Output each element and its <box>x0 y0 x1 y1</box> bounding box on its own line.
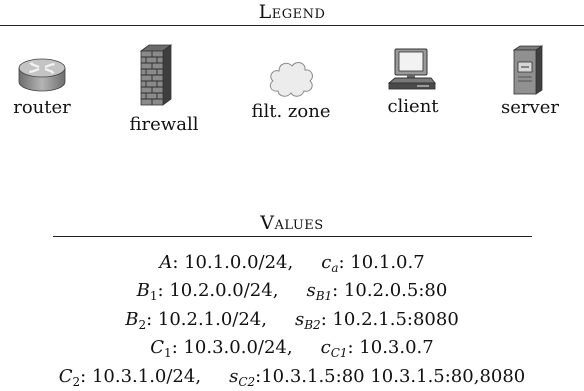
firewall-icon <box>139 44 173 106</box>
value-row: B1: 10.2.0.0/24,sB1: 10.2.0.5:80 <box>136 280 448 304</box>
legend-heading: Legend <box>258 1 326 23</box>
legend-label-firewall: firewall <box>129 114 199 135</box>
legend-label-filt-zone: filt. zone <box>251 101 331 122</box>
legend-label-router: router <box>13 97 71 118</box>
legend-label-client: client <box>387 96 439 117</box>
value-row: C1: 10.3.0.0/24,cC1: 10.3.0.7 <box>150 337 434 361</box>
values-rule <box>53 236 532 237</box>
values-list: A: 10.1.0.0/24,ca: 10.1.0.7 B1: 10.2.0.0… <box>0 249 584 391</box>
router-icon <box>18 58 66 92</box>
cloud-icon <box>269 62 313 97</box>
legend-rule <box>0 25 584 26</box>
value-row: C2: 10.3.1.0/24,sC2:10.3.1.5:80 10.3.1.5… <box>58 365 526 389</box>
server-tower-icon <box>512 45 544 95</box>
client-computer-icon <box>387 48 436 90</box>
legend-label-server: server <box>501 97 559 118</box>
value-row: B2: 10.2.1.0/24,sB2: 10.2.1.5:8080 <box>125 308 459 332</box>
value-row: A: 10.1.0.0/24,ca: 10.1.0.7 <box>159 252 425 275</box>
values-heading: Values <box>260 212 324 234</box>
